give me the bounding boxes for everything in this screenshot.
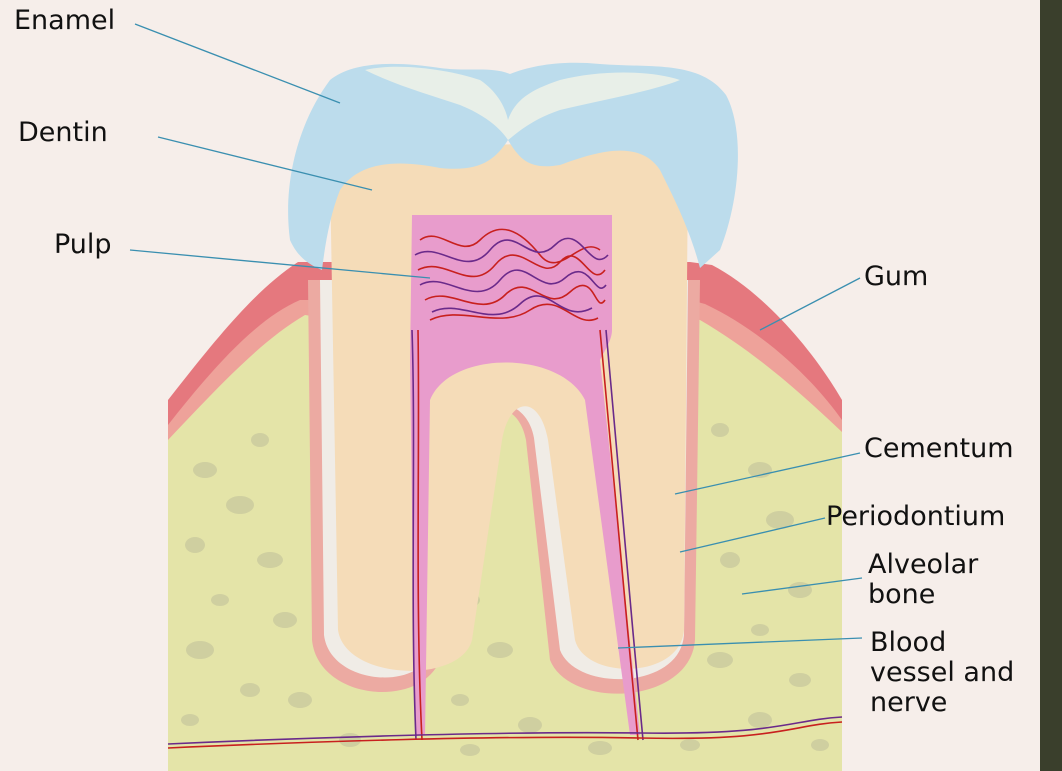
blood-vessel-label: Blood vessel and nerve <box>870 628 1014 718</box>
pulp-label: Pulp <box>54 230 112 260</box>
dentin-label: Dentin <box>18 118 108 148</box>
gum-label: Gum <box>864 262 928 292</box>
gum-leader <box>760 278 860 330</box>
enamel-label: Enamel <box>14 6 115 36</box>
enamel-leader <box>135 24 340 103</box>
cementum-label: Cementum <box>864 434 1014 464</box>
alveolar-bone-label: Alveolar bone <box>868 550 978 610</box>
periodontium-label: Periodontium <box>826 502 1005 532</box>
dark-edge <box>1040 0 1062 771</box>
